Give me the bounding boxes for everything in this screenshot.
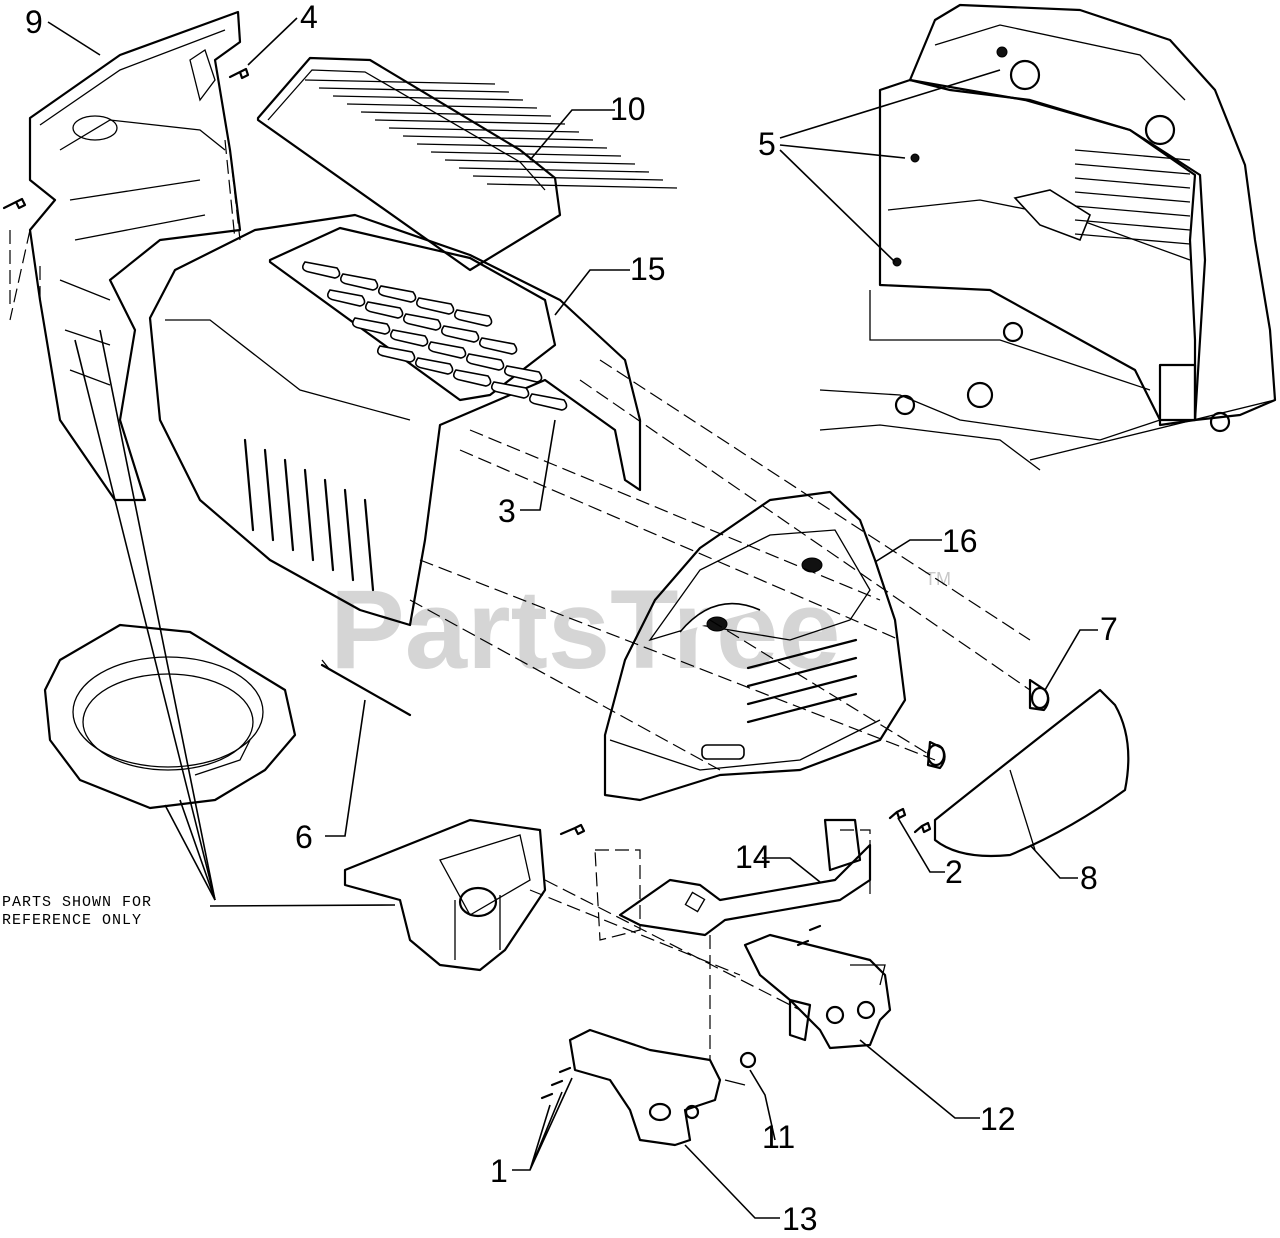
slot-line <box>326 289 366 307</box>
slot-line <box>427 341 467 359</box>
slot-line <box>430 151 622 157</box>
part-8-front-bumper <box>933 688 1130 858</box>
slot-line <box>1074 163 1191 175</box>
slot-line <box>343 488 355 582</box>
slot-line <box>388 127 580 133</box>
slot-line <box>416 143 608 149</box>
callout-14: 14 <box>735 839 771 875</box>
slot-line <box>1074 219 1191 231</box>
callout-7: 7 <box>1100 611 1118 647</box>
watermark-text: PartsTree <box>330 567 841 692</box>
part-12-pivot-bracket <box>743 933 892 1050</box>
slot-line <box>339 273 379 291</box>
slot-line <box>472 175 664 181</box>
callout-1: 1 <box>490 1153 508 1189</box>
part-7-bumper-stops <box>926 678 1050 770</box>
note-line-1: PARTS SHOWN FOR <box>2 894 152 911</box>
leader-lines <box>47 17 1098 1219</box>
slot-line <box>458 167 650 173</box>
slot-line <box>1074 191 1191 203</box>
slot-line <box>1074 233 1191 245</box>
slot-line <box>503 365 543 383</box>
callout-13: 13 <box>782 1201 818 1237</box>
slot-line <box>323 478 335 572</box>
part-9-dash-panel <box>9 10 242 502</box>
reference-shroud <box>43 623 297 810</box>
callout-10: 10 <box>610 91 646 127</box>
callout-16: 16 <box>942 523 978 559</box>
slot-line <box>415 297 455 315</box>
inset-detail <box>819 3 1277 471</box>
slot-line <box>452 369 492 387</box>
slot-line <box>490 381 530 399</box>
assembly-lines <box>9 139 1031 1060</box>
callout-2: 2 <box>945 854 963 890</box>
slot-line <box>389 329 429 347</box>
slot-line <box>376 345 416 363</box>
callout-6: 6 <box>295 819 313 855</box>
slot-line <box>746 656 858 688</box>
slot-line <box>402 135 594 141</box>
slot-line <box>301 261 341 279</box>
part-13-pivot-bracket <box>568 1028 746 1147</box>
callout-11: 11 <box>762 1119 795 1155</box>
slot-line <box>377 285 417 303</box>
slot-line <box>363 498 375 592</box>
callout-4: 4 <box>300 0 318 35</box>
slot-line <box>243 438 255 532</box>
slot-line <box>746 638 858 670</box>
slot-line <box>478 337 518 355</box>
part-6-tie-strap <box>320 659 412 717</box>
slot-line <box>346 103 538 109</box>
slot-line <box>1074 205 1191 217</box>
slot-line <box>318 87 510 93</box>
callouts: 9 4 10 5 15 3 16 7 6 14 2 8 12 11 1 13 <box>25 0 1118 1237</box>
slot-line <box>402 313 442 331</box>
slot-line <box>283 458 295 552</box>
slot-line <box>304 79 496 85</box>
slot-line <box>263 448 275 542</box>
slot-line <box>486 183 678 189</box>
slot-line <box>528 393 568 411</box>
slot-line <box>364 301 404 319</box>
callout-5: 5 <box>758 126 776 162</box>
part-14-bracket <box>618 818 872 937</box>
slot-line <box>360 111 552 117</box>
watermark-tm: TM <box>925 569 951 589</box>
callout-9: 9 <box>25 4 43 40</box>
slot-line <box>351 317 391 335</box>
slot-line <box>332 95 524 101</box>
callout-15: 15 <box>630 251 666 287</box>
slot-line <box>303 468 315 562</box>
slot-line <box>453 309 493 327</box>
watermark: PartsTree TM <box>330 567 951 692</box>
part-10-grille-insert <box>256 56 678 272</box>
slot-line <box>414 357 454 375</box>
callout-8: 8 <box>1080 860 1098 896</box>
slot-line <box>1074 177 1191 189</box>
slot-line <box>1074 149 1191 161</box>
callout-3: 3 <box>498 493 516 529</box>
hardware <box>2 67 932 1100</box>
note-line-2: REFERENCE ONLY <box>2 912 142 929</box>
slot-line <box>444 159 636 165</box>
reference-note: PARTS SHOWN FOR REFERENCE ONLY <box>2 894 152 929</box>
slot-line <box>746 674 858 706</box>
slot-line <box>374 119 566 125</box>
slot-line <box>440 325 480 343</box>
reference-plate <box>343 818 547 972</box>
slot-line <box>465 353 505 371</box>
callout-12: 12 <box>980 1101 1016 1137</box>
part-15-hood <box>148 213 642 627</box>
